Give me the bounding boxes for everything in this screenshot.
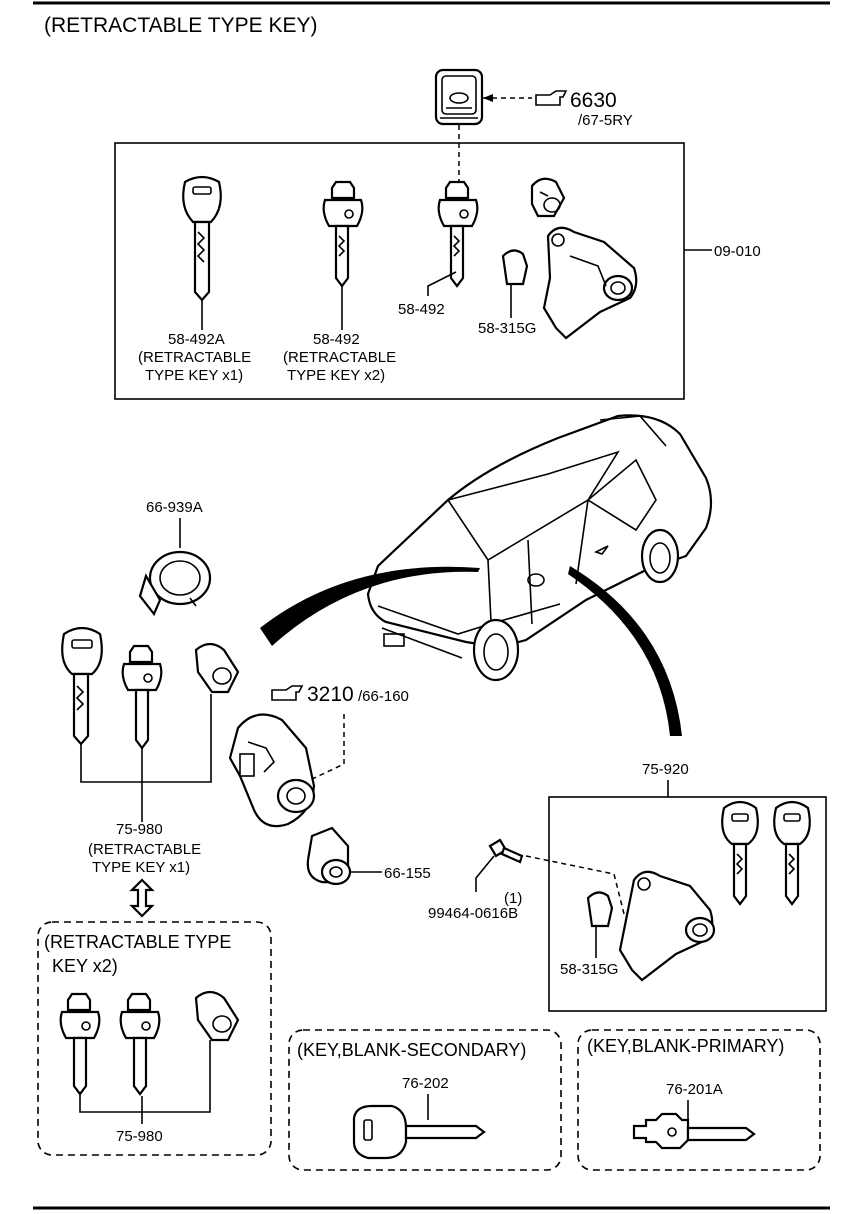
ref-6630-sub: /67-5RY <box>578 112 633 129</box>
label-bolt-code: 99464-0616B <box>428 905 518 922</box>
key-75-980-retractable <box>61 626 103 746</box>
hand-pointer-icon <box>271 685 304 701</box>
x2-box-title-line2: KEY x2) <box>52 956 118 976</box>
ref-3210-sub: /66-160 <box>358 688 409 705</box>
key-blank-primary <box>632 1112 756 1150</box>
primary-key-box <box>577 1029 821 1171</box>
retractable-x2-box <box>37 921 272 1156</box>
label-58-315g-right: 58-315G <box>560 961 618 978</box>
car-link-swoosh-right <box>568 566 682 736</box>
key-75-920-b <box>773 800 811 906</box>
key-x2-b <box>119 992 161 1096</box>
label-58-492a-line1: (RETRACTABLE <box>138 349 251 366</box>
lock-housing-top <box>542 226 638 340</box>
cylinder-66-155 <box>306 826 352 886</box>
key-x2-a <box>59 992 101 1096</box>
label-bolt-qty: (1) <box>504 890 522 907</box>
label-x2-code: 75-980 <box>116 1128 163 1145</box>
label-76-202: 76-202 <box>402 1075 449 1092</box>
vehicle-minivan <box>366 414 713 682</box>
secondary-key-box <box>288 1029 562 1171</box>
bolt-99464-0616b <box>488 838 524 864</box>
label-58-492-x2-code: 58-492 <box>313 331 360 348</box>
lock-cylinder-58-315g <box>501 249 529 300</box>
callout-75-920: 75-920 <box>642 761 689 778</box>
lock-housing-right <box>618 870 716 982</box>
lock-cylinder-small <box>530 177 566 218</box>
ring-66-939a <box>138 550 212 617</box>
key-75-920-a <box>721 800 759 906</box>
cylinder-75-980 <box>194 642 240 694</box>
car-link-swoosh-left <box>260 566 480 646</box>
key-58-492 <box>437 180 479 288</box>
cylinder-x2 <box>194 990 240 1042</box>
ref-3210-code: 3210 <box>307 683 354 706</box>
ignition-switch-3210 <box>228 713 316 828</box>
x2-box-title-line1: (RETRACTABLE TYPE <box>44 932 231 952</box>
assembly-box-75-920 <box>548 796 827 1012</box>
remote-key-fob <box>434 68 484 126</box>
key-58-492a <box>182 175 222 302</box>
key-blank-secondary <box>352 1104 486 1160</box>
hand-pointer-icon <box>535 90 568 106</box>
key-58-492-x2 <box>322 180 364 288</box>
label-76-201a: 76-201A <box>666 1081 723 1098</box>
callout-09-010: 09-010 <box>714 243 761 260</box>
secondary-box-title: (KEY,BLANK-SECONDARY) <box>297 1040 526 1060</box>
label-66-939a: 66-939A <box>146 499 203 516</box>
label-75-980-line1: (RETRACTABLE <box>88 841 201 858</box>
label-75-980-line2: TYPE KEY x1) <box>92 859 190 876</box>
label-58-492-x2-line1: (RETRACTABLE <box>283 349 396 366</box>
label-58-492a-code: 58-492A <box>168 331 225 348</box>
label-66-155: 66-155 <box>384 865 431 882</box>
label-58-492-x2-line2: TYPE KEY x2) <box>287 367 385 384</box>
cylinder-58-315g-right <box>586 891 614 928</box>
assembly-box-09-010 <box>114 142 685 400</box>
primary-box-title: (KEY,BLANK-PRIMARY) <box>587 1036 784 1056</box>
key-75-980-flip <box>121 644 163 750</box>
double-arrow-icon <box>129 878 155 918</box>
page-title: (RETRACTABLE TYPE KEY) <box>44 14 317 37</box>
ref-6630-code: 6630 <box>570 89 617 112</box>
label-58-492a-line2: TYPE KEY x1) <box>145 367 243 384</box>
label-75-980-code: 75-980 <box>116 821 163 838</box>
label-58-315g: 58-315G <box>478 320 536 337</box>
label-58-492-code: 58-492 <box>398 301 445 318</box>
